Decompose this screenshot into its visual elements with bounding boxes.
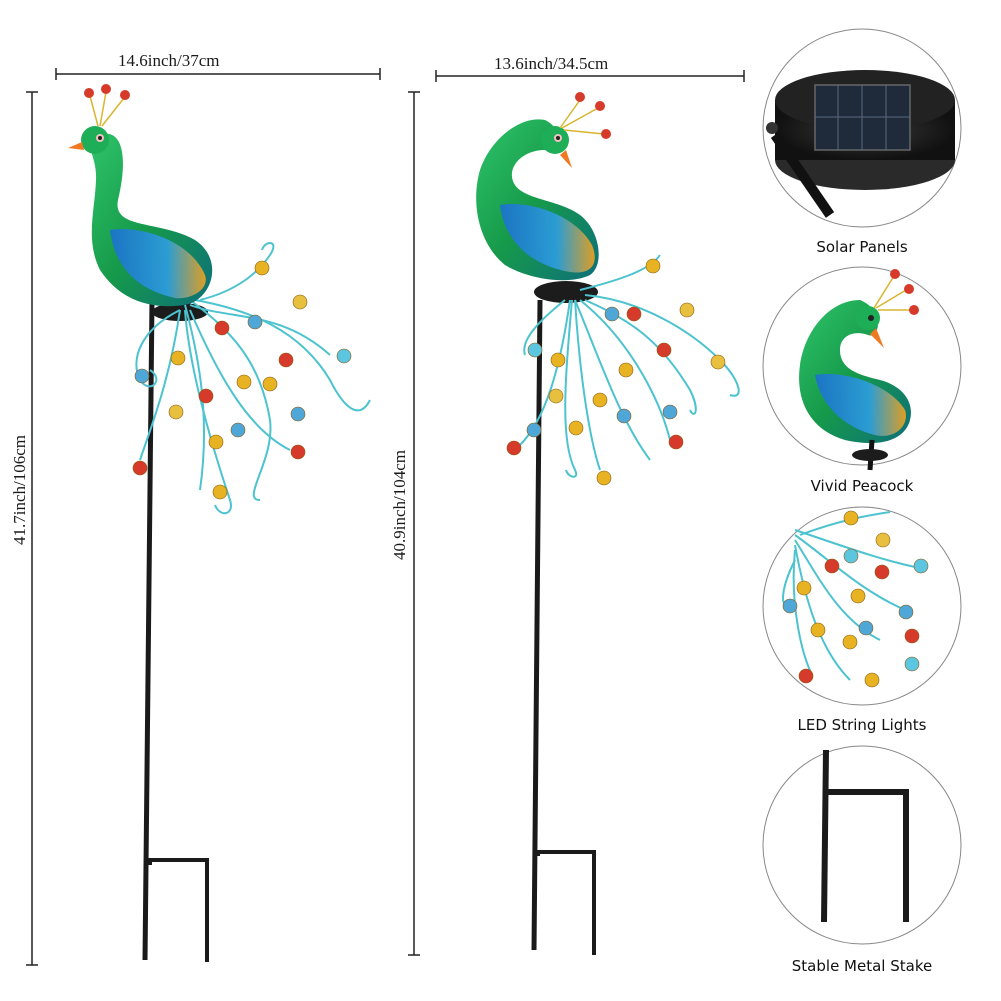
caption-solar-panels: Solar Panels (816, 238, 908, 256)
caption-stable-metal-stake: Stable Metal Stake (791, 957, 933, 975)
left-height-label: 41.7inch/106cm (10, 435, 29, 546)
led-string-lights-icon (782, 510, 929, 688)
peacock-icon (799, 269, 919, 471)
caption-led-string-lights: LED String Lights (797, 716, 927, 734)
feature-circle-solar-panels (762, 28, 962, 228)
feature-circle-vivid-peacock (762, 266, 962, 471)
left-width-label: 14.6inch/37cm (118, 51, 220, 70)
dimension-lines (26, 68, 745, 966)
left-peacock-light (68, 84, 371, 962)
right-width-label: 13.6inch/34.5cm (494, 54, 609, 73)
right-height-label: 40.9inch/104cm (390, 450, 409, 561)
caption-vivid-peacock: Vivid Peacock (810, 477, 914, 495)
right-peacock-light (476, 92, 740, 955)
metal-stake-icon (821, 749, 909, 923)
feature-circle-stable-metal-stake (762, 745, 962, 945)
feature-circle-led-string-lights (762, 506, 962, 706)
solar-panel-icon (766, 70, 955, 218)
